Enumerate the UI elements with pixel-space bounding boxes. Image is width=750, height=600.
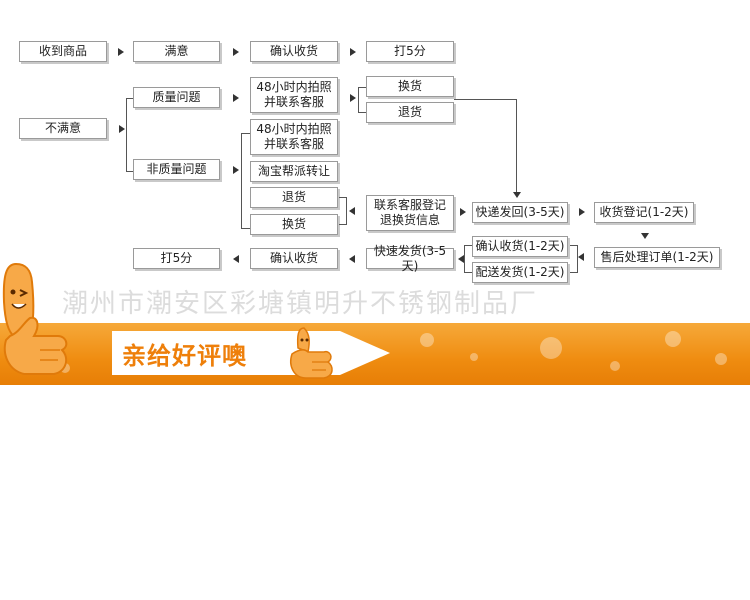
sparkle (540, 337, 562, 359)
connector (346, 197, 347, 225)
small-thumbs-up-icon (290, 327, 333, 379)
sparkle (610, 361, 620, 371)
arrow-right (460, 208, 466, 216)
arrow-down (513, 192, 521, 198)
sparkle (470, 353, 478, 361)
slogan-text: 亲给好评噢 (122, 341, 247, 370)
arrow-down (641, 233, 649, 239)
arrow-left (349, 255, 355, 263)
sparkle (420, 333, 434, 347)
box-ship-delivery: 配送发货(1-2天) (472, 262, 568, 283)
box-non-quality-issue: 非质量问题 (133, 159, 220, 180)
arrow-right (579, 208, 585, 216)
box-rate-bottom: 打5分 (133, 248, 220, 269)
arrow-right (350, 94, 356, 102)
box-quality-issue: 质量问题 (133, 87, 220, 108)
arrow-left (349, 207, 355, 215)
arrow-left (458, 255, 464, 263)
return-policy-flowchart: 收到商品 满意 确认收货 打5分 不满意 质量问题 48小时内拍照 并联系客服 … (0, 0, 750, 290)
thumbs-up-mascot-icon (2, 262, 68, 375)
box-exchange-b: 换货 (250, 214, 338, 235)
arrow-right (119, 125, 125, 133)
box-fast-ship: 快速发货(3-5天) (366, 244, 454, 273)
sparkle (60, 363, 70, 373)
box-exchange-a: 换货 (366, 76, 454, 97)
box-rate-top: 打5分 (366, 41, 454, 62)
box-receive-register: 收货登记(1-2天) (594, 202, 694, 223)
box-register-service: 联系客服登记 退换货信息 (366, 195, 454, 231)
arrow-right (118, 48, 124, 56)
box-express-return: 快递发回(3-5天) (472, 202, 568, 223)
arrow-left (578, 253, 584, 261)
bracket-after-sales (569, 245, 578, 273)
connector (339, 224, 347, 225)
slogan-ribbon-tip (340, 331, 390, 375)
box-confirm-receipt-bottom: 确认收货 (250, 248, 338, 269)
box-contact-48h-a: 48小时内拍照 并联系客服 (250, 77, 338, 113)
connector (461, 99, 517, 100)
arrow-right (233, 94, 239, 102)
bracket-non-quality (241, 133, 250, 229)
arrow-right (233, 166, 239, 174)
box-receive-goods: 收到商品 (19, 41, 107, 62)
bracket-quality (358, 87, 366, 113)
connector (454, 99, 462, 100)
connector (516, 99, 517, 192)
box-confirm-receipt-mid: 确认收货(1-2天) (472, 236, 568, 257)
box-contact-48h-b: 48小时内拍照 并联系客服 (250, 119, 338, 155)
sparkle (715, 353, 727, 365)
box-after-sales: 售后处理订单(1-2天) (594, 247, 720, 268)
arrow-right (233, 48, 239, 56)
box-unsatisfied: 不满意 (19, 118, 107, 139)
arrow-right (350, 48, 356, 56)
sparkle (665, 331, 681, 347)
arrow-left (233, 255, 239, 263)
factory-watermark: 潮州市潮安区彩塘镇明升不锈钢制品厂 (62, 289, 539, 319)
box-refund-a: 退货 (366, 102, 454, 123)
box-satisfied: 满意 (133, 41, 220, 62)
box-taobao-assign: 淘宝帮派转让 (250, 161, 338, 182)
box-confirm-receipt-top: 确认收货 (250, 41, 338, 62)
connector (339, 197, 347, 198)
box-refund-b: 退货 (250, 187, 338, 208)
praise-banner: 亲给好评噢 (0, 323, 750, 385)
bracket-unsatisfied (126, 98, 134, 172)
bracket-delivery (464, 245, 472, 273)
